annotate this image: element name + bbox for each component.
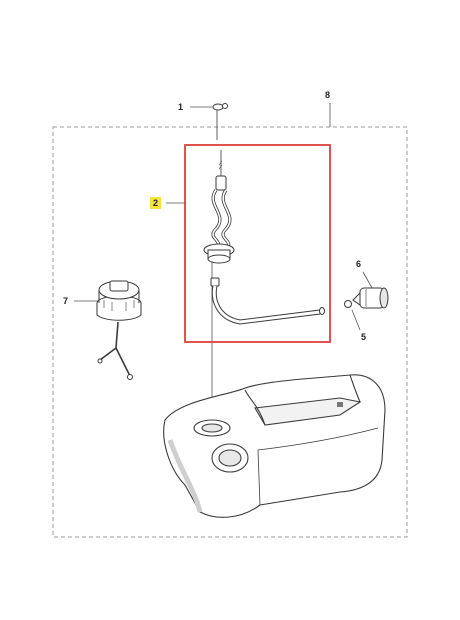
part-5-clamp-icon bbox=[344, 300, 352, 308]
callout-part-1: 1 bbox=[178, 102, 184, 112]
part-7-fuel-cap-icon bbox=[96, 280, 142, 380]
callout-part-8: 8 bbox=[325, 90, 331, 100]
fuel-tank-icon bbox=[163, 374, 386, 518]
part-2-fuel-hose-icon bbox=[203, 150, 325, 325]
assembly-dashed-frame bbox=[52, 126, 408, 538]
part-6-fuel-filter-icon bbox=[352, 287, 389, 309]
callout-part-5: 5 bbox=[361, 332, 367, 342]
leader-lines bbox=[74, 103, 373, 331]
callout-part-7: 7 bbox=[63, 296, 69, 306]
part-1-clip-icon bbox=[212, 103, 228, 140]
callout-part-2: 2 bbox=[150, 197, 162, 209]
callout-part-6: 6 bbox=[356, 259, 362, 269]
part-2-highlight-box bbox=[184, 144, 331, 343]
